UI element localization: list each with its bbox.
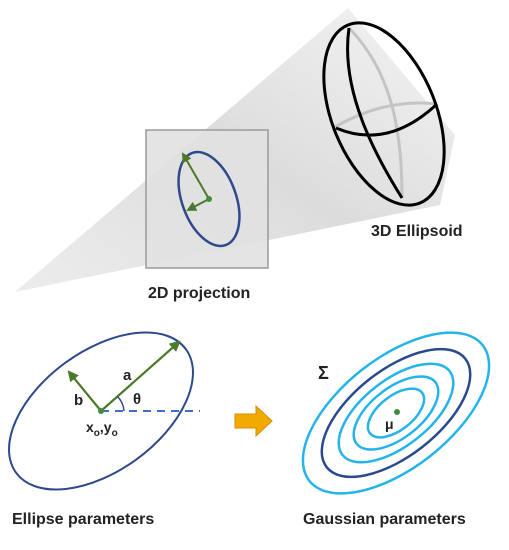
ellipse-parameters-panel: a b θ xo,yo Ellipse parameters (8, 331, 200, 528)
parameter-ellipse (8, 331, 194, 491)
contour-4 (352, 375, 440, 451)
label-sigma: Σ (318, 363, 329, 383)
ellipse-parameters-caption: Ellipse parameters (12, 511, 154, 528)
label-theta: θ (133, 391, 141, 408)
contour-3 (337, 362, 455, 464)
projected-minor-axis-arrow (186, 198, 210, 211)
projected-center-dot (206, 196, 212, 202)
label-a: a (123, 367, 132, 384)
label-b: b (74, 392, 83, 409)
label-center-xy: xo,yo (86, 419, 118, 439)
gaussian-parameters-panel: Σ μ Gaussian parameters (301, 331, 491, 528)
major-axis-arrow (100, 340, 181, 412)
ellipsoid-label: 3D Ellipsoid (371, 223, 463, 240)
contour-outer (301, 331, 491, 495)
minor-axis-arrow (67, 370, 102, 412)
contour-inner (366, 387, 426, 439)
gaussian-parameters-caption: Gaussian parameters (303, 511, 466, 528)
mean-dot (394, 409, 400, 415)
contour-2 (320, 347, 472, 479)
label-mu: μ (385, 416, 394, 432)
transition-arrow (234, 404, 273, 438)
ellipsoid-3d (322, 21, 446, 207)
theta-arc (116, 395, 125, 412)
ellipse-center-dot (98, 408, 104, 414)
projected-major-axis-arrow (181, 152, 210, 200)
projected-ellipse (177, 150, 241, 248)
projection-label: 2D projection (148, 285, 250, 302)
